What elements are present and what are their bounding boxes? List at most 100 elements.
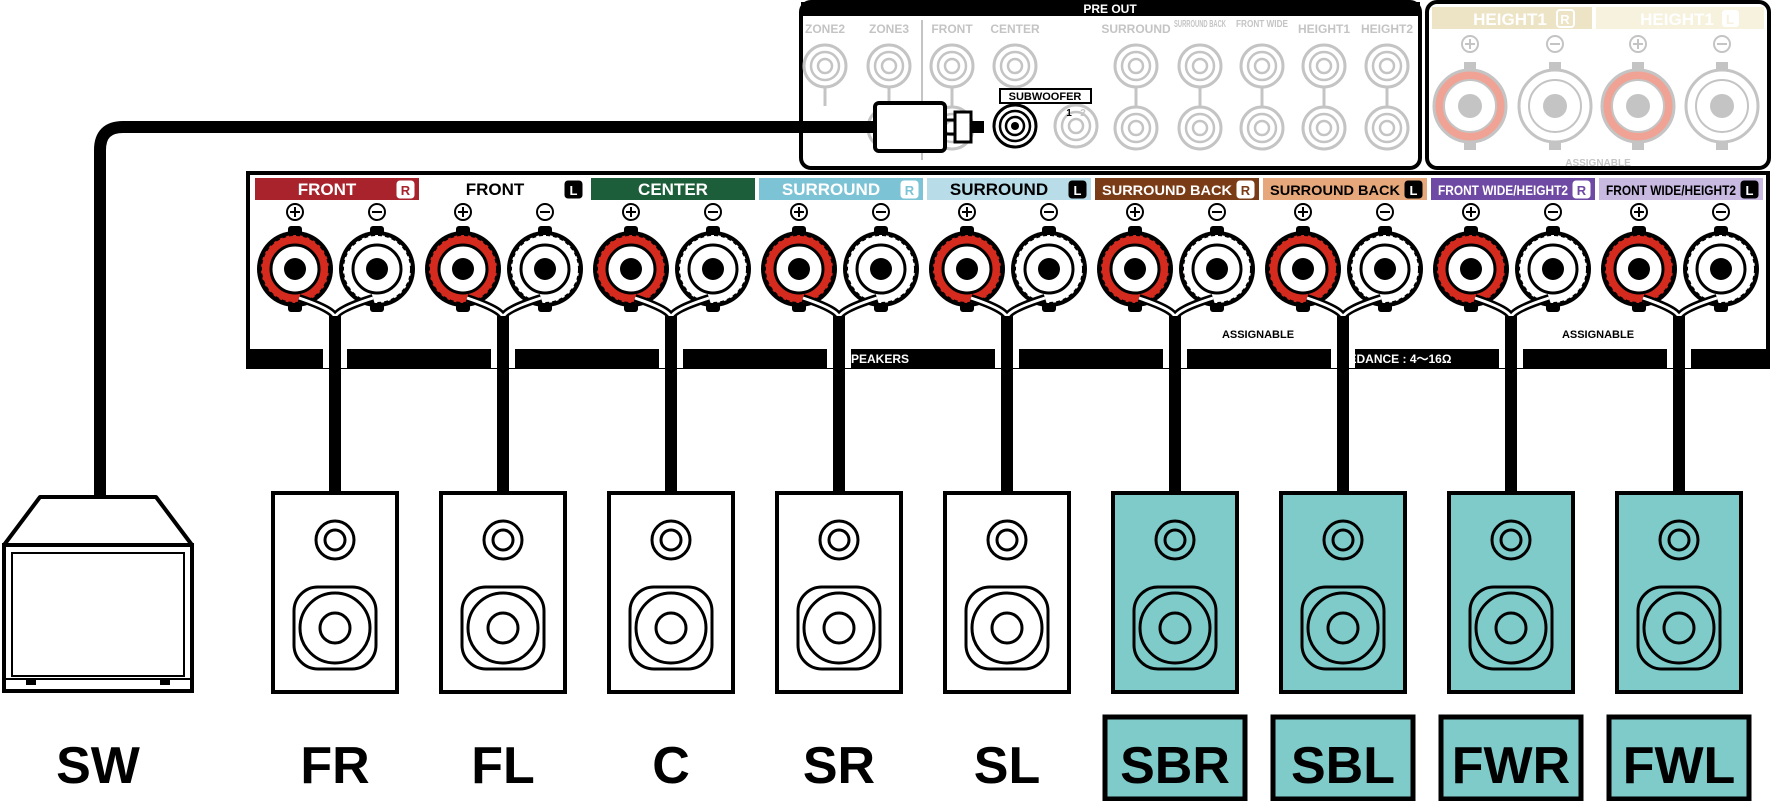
plus-terminal[interactable] <box>1097 203 1173 312</box>
subwoofer-number-2: 2 <box>1080 108 1086 119</box>
terminal-badge-box <box>900 180 919 199</box>
speaker-sbr: SBR <box>1102 491 1248 801</box>
preout-jack-surround-back[interactable]: SURROUND BACK <box>1174 19 1226 151</box>
terminal-label: SURROUND <box>950 180 1048 199</box>
speaker-label-box <box>1606 714 1752 801</box>
terminal-badge-box <box>396 180 415 199</box>
terminal-header <box>759 178 923 200</box>
terminal-badge-box <box>564 180 583 199</box>
plus-terminal[interactable] <box>593 203 669 312</box>
speaker-label: C <box>652 737 690 795</box>
height1-r-badge: R <box>1560 12 1570 27</box>
speaker-label: SL <box>974 737 1040 795</box>
terminal-badge: R <box>905 183 915 198</box>
speaker-label-box <box>1102 714 1248 801</box>
terminal-header <box>1431 178 1595 200</box>
preout-jack-zone2[interactable]: ZONE2 <box>802 22 848 106</box>
preout-jack-label: FRONT <box>931 22 973 36</box>
speaker-sbl: SBL <box>1270 491 1416 801</box>
minus-terminal[interactable] <box>1683 203 1759 312</box>
speaker-terminal-panel: PEAKERS EDANCE : 4〜16Ω ASSIGNABLE ASSIGN… <box>246 171 1770 369</box>
minus-terminal[interactable] <box>1011 203 1087 312</box>
preout-jack-center[interactable]: CENTER <box>990 22 1099 149</box>
preout-jack-label: SURROUND BACK <box>1174 19 1226 30</box>
speaker-fr: FR <box>271 491 399 795</box>
preout-jack-label: FRONT WIDE <box>1236 19 1288 30</box>
plus-terminal[interactable] <box>1601 203 1677 312</box>
terminal-badge: L <box>1074 183 1082 198</box>
terminal-group-1: FRONT R <box>255 178 419 312</box>
minus-terminal[interactable] <box>1179 203 1255 312</box>
terminal-label: SURROUND <box>782 180 880 199</box>
preout-jack-label: HEIGHT1 <box>1298 22 1350 36</box>
terminal-header <box>591 178 755 200</box>
terminal-label: SURROUND BACK <box>1102 182 1232 198</box>
minus-terminal[interactable] <box>675 203 751 312</box>
terminal-badge-box <box>1068 180 1087 199</box>
preout-jack-height2[interactable]: HEIGHT2 <box>1361 22 1413 151</box>
plus-terminal[interactable] <box>425 203 501 312</box>
speaker-label-box <box>1438 714 1584 801</box>
rca-plug <box>873 101 947 153</box>
speaker-fwr: FWR <box>1438 491 1584 801</box>
preout-jack-label: ZONE3 <box>869 22 909 36</box>
preout-jack-label: HEIGHT2 <box>1361 22 1413 36</box>
plus-terminal[interactable] <box>257 203 333 312</box>
height1-l-badge: L <box>1726 12 1734 27</box>
speaker-label: SBL <box>1291 737 1395 795</box>
terminal-header <box>1095 178 1259 200</box>
preout-jack-label: SURROUND <box>1101 22 1171 36</box>
terminal-label: FRONT <box>298 180 357 199</box>
terminal-header <box>927 178 1091 200</box>
terminal-group-4: SURROUND R <box>759 178 923 312</box>
speaker-label: SW <box>56 737 141 795</box>
speaker-wires <box>297 294 1719 494</box>
terminal-header <box>255 178 419 200</box>
plus-terminal[interactable] <box>1265 203 1341 312</box>
height1-terminal-plus[interactable] <box>1600 35 1676 150</box>
terminal-badge: R <box>1241 183 1251 198</box>
plus-terminal[interactable] <box>1433 203 1509 312</box>
terminal-label: FRONT <box>466 180 525 199</box>
terminal-group-3: CENTER <box>591 178 755 312</box>
minus-terminal[interactable] <box>1347 203 1423 312</box>
height-assignable-label: ASSIGNABLE <box>1565 158 1631 169</box>
terminal-badge: R <box>401 183 411 198</box>
height1-terminal-minus[interactable] <box>1517 35 1593 150</box>
minus-terminal[interactable] <box>339 203 415 312</box>
preout-jack-height1[interactable]: HEIGHT1 <box>1298 22 1350 151</box>
subwoofer-jack-1[interactable] <box>992 103 1038 149</box>
plus-terminal[interactable] <box>761 203 837 312</box>
speaker-sw: SW <box>2 495 194 795</box>
terminal-label: SURROUND BACK <box>1270 182 1400 198</box>
plus-terminal[interactable] <box>929 203 1005 312</box>
minus-terminal[interactable] <box>843 203 919 312</box>
height1-terminal-plus[interactable] <box>1432 35 1508 150</box>
height1-terminal-minus[interactable] <box>1684 35 1760 150</box>
speaker-c: C <box>607 491 735 795</box>
speaker-sr: SR <box>775 491 903 795</box>
speaker-sl: SL <box>943 491 1071 795</box>
preout-jack-front-wide[interactable]: FRONT WIDE <box>1236 19 1288 151</box>
terminal-label: CENTER <box>638 180 708 199</box>
subwoofer-label-box <box>999 88 1092 104</box>
preout-jack-label: ZONE2 <box>805 22 845 36</box>
height-panel: HEIGHT1 R HEIGHT1 L ASSIGNABLE <box>1425 0 1771 170</box>
minus-terminal[interactable] <box>507 203 583 312</box>
minus-terminal[interactable] <box>1515 203 1591 312</box>
height1-r-label: HEIGHT1 <box>1473 10 1547 29</box>
terminal-badge-box <box>1236 180 1255 199</box>
preout-title: PRE OUT <box>1083 2 1137 16</box>
speaker-label: SR <box>803 737 875 795</box>
preout-jack-surround[interactable]: SURROUND <box>1101 22 1171 151</box>
speaker-label: FR <box>300 737 369 795</box>
subwoofer-cable <box>94 101 984 500</box>
terminal-badge: R <box>1577 183 1587 198</box>
height1-l-label: HEIGHT1 <box>1640 10 1714 29</box>
